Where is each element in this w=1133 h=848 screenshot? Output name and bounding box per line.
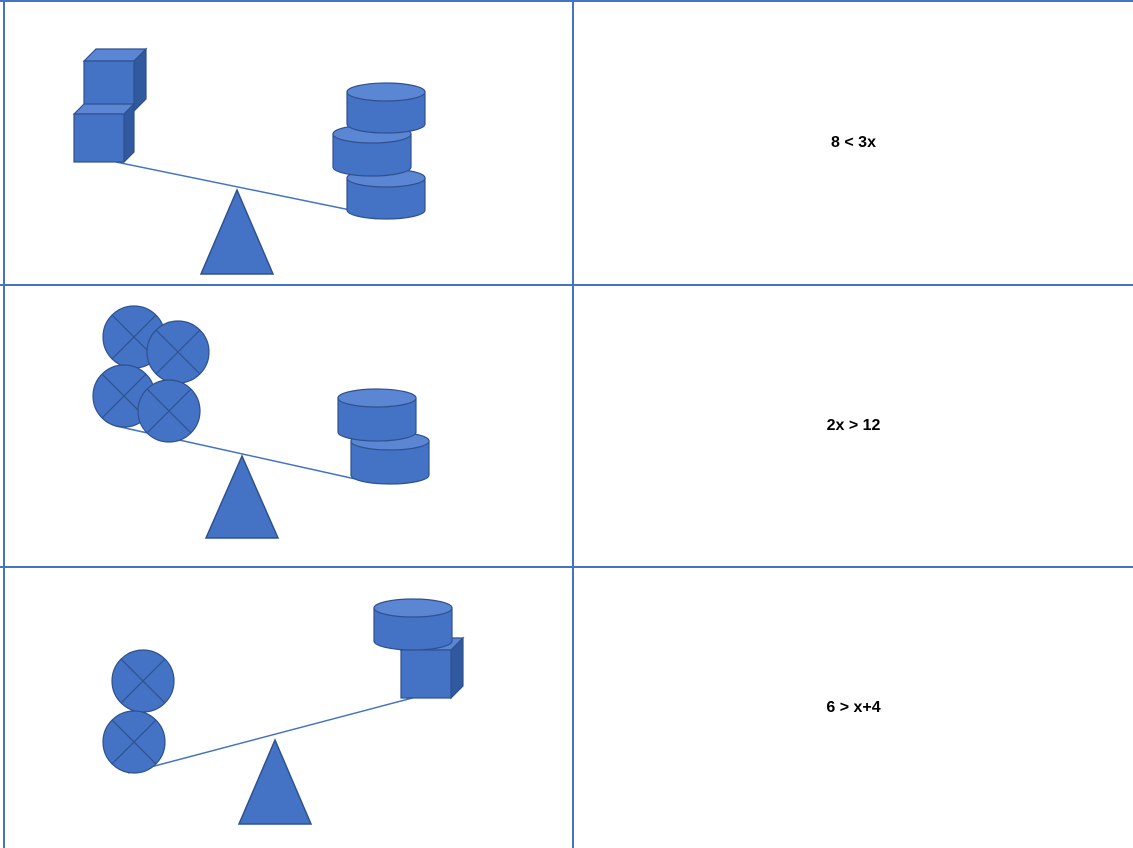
balance-scene-1 xyxy=(4,2,572,284)
fulcrum-triangle xyxy=(201,190,273,274)
inequality-2: 2x > 12 xyxy=(574,286,1133,566)
fulcrum-triangle xyxy=(239,740,311,824)
cylinder-icon xyxy=(338,389,416,441)
crossed-circle-icon xyxy=(103,711,165,773)
crossed-circle-icon xyxy=(147,321,209,383)
cube-icon xyxy=(84,49,146,111)
cylinder-icon xyxy=(347,83,425,133)
cylinder-icon xyxy=(374,599,452,650)
balance-scene-2 xyxy=(4,286,572,566)
cube-icon xyxy=(74,104,134,162)
cylinder-icon xyxy=(347,169,425,219)
balance-scene-3 xyxy=(4,568,572,848)
inequality-1: 8 < 3x xyxy=(574,2,1133,284)
crossed-circle-icon xyxy=(138,380,200,442)
crossed-circle-icon xyxy=(112,650,174,712)
inequality-3: 6 > x+4 xyxy=(574,568,1133,848)
fulcrum-triangle xyxy=(206,456,278,538)
